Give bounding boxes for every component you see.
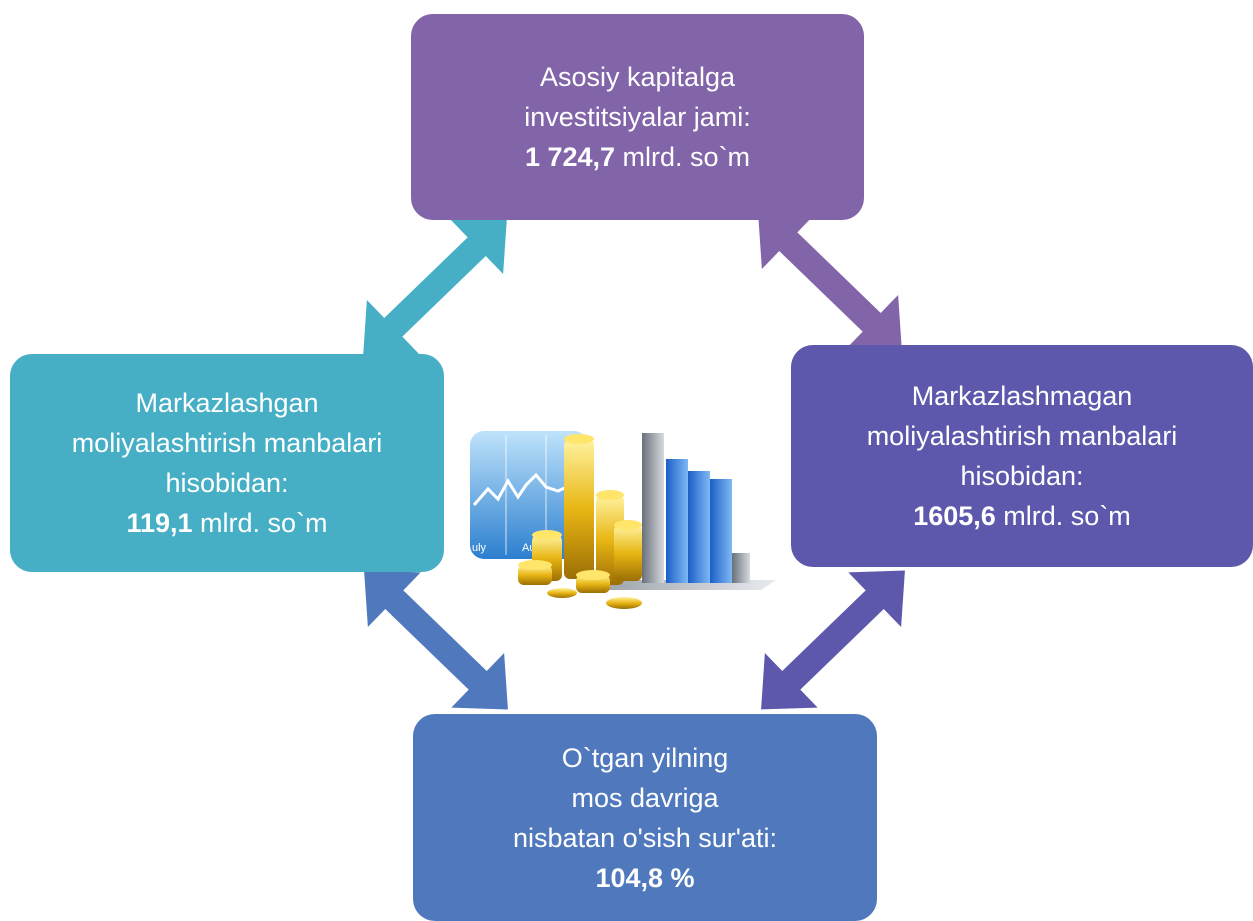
decentralized-sources-line1: Markazlashmagan [911,381,1133,411]
stock-panel [470,431,588,559]
decentralized-sources-line2: moliyalashtirish manbalari [866,421,1178,451]
centralized-sources-value-row: 119,1 mlrd. so`m [126,503,327,543]
growth-rate-line3: nisbatan o'sish sur'ati: [513,822,777,853]
centralized-sources-line1: Markazlashgan [135,388,319,418]
decentralized-sources-box: Markazlashmagan moliyalashtirish manbala… [791,345,1253,567]
bar-chart-3d [642,433,750,583]
centralized-sources-box: Markazlashgan moliyalashtirish manbalari… [10,354,444,572]
total-investment-unit: mlrd. so`m [615,142,751,172]
total-investment-line1: Asosiy kapitalga [539,62,736,92]
centralized-sources-line2: moliyalashtirish manbalari [71,428,383,458]
growth-rate-box: O`tgan yilning mos davriga nisbatan o'si… [413,714,877,921]
total-investment-value: 1 724,7 [524,142,616,172]
total-investment-value-row: 1 724,7 mlrd. so`m [525,137,750,177]
growth-rate-line1: O`tgan yilning [561,742,729,773]
stock-label-july: uly [472,542,487,554]
decentralized-sources-line3: hisobidan: [960,461,1084,491]
finance-chart-coins-icon: uly Au [470,431,776,609]
stock-line [472,472,577,506]
centralized-sources-line3: hisobidan: [165,468,289,498]
centralized-sources-value: 119,1 [126,508,193,538]
coin-stacks [518,434,642,609]
decentralized-sources-value-row: 1605,6 mlrd. so`m [913,496,1131,536]
total-investment-box: Asosiy kapitalga investitsiyalar jami: 1… [411,14,864,220]
decentralized-sources-value: 1605,6 [913,501,996,531]
growth-rate-line2: mos davriga [571,782,719,813]
decentralized-sources-unit: mlrd. so`m [995,501,1131,531]
growth-rate-value: 104,8 % [595,862,695,893]
centralized-sources-unit: mlrd. so`m [192,508,328,538]
total-investment-line2: investitsiyalar jami: [524,102,751,132]
